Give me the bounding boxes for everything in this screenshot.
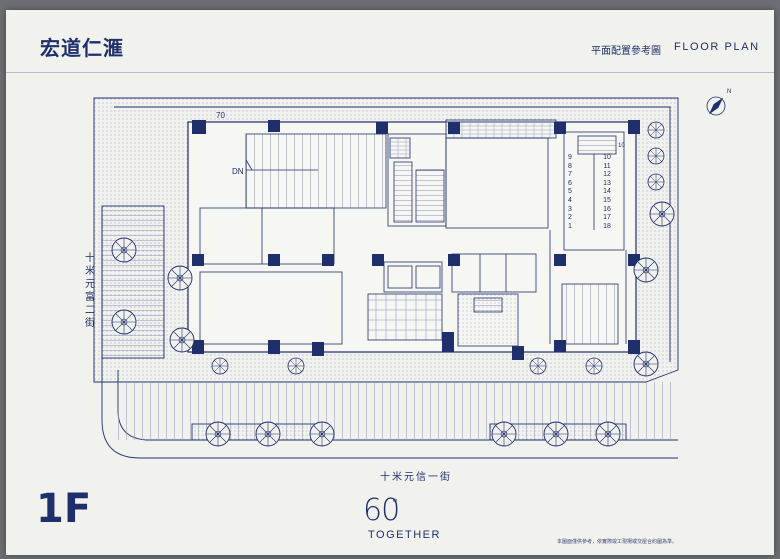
- parking-stall-number: 13: [603, 179, 611, 187]
- logo-superscript: th: [393, 498, 398, 504]
- street-left: 十米元富二街: [85, 253, 95, 329]
- parking-stall-number: 9: [568, 154, 572, 161]
- disclaimer-note: 本圖面僅供參考，依實際竣工現場或交屋合約圖為準。: [557, 539, 678, 545]
- logo-number: 60: [363, 493, 400, 528]
- parking-stall-number: 5: [568, 188, 572, 196]
- floor-label: 1F: [36, 486, 92, 532]
- parking-stall-number: 3: [568, 205, 572, 213]
- parking-stall-number: 8: [568, 162, 572, 170]
- parking-stall-number: 12: [603, 171, 611, 179]
- parking-stall-number: 11: [603, 162, 611, 170]
- parking-stall-number: 4: [568, 197, 572, 204]
- compass-north: N: [727, 89, 732, 95]
- header-rule: [6, 72, 774, 73]
- floor-plan-sheet: 宏道仁滙 平面配置參考圖 FLOOR PLAN: [6, 10, 774, 555]
- brand-logo: 宏道仁滙: [40, 36, 124, 60]
- compass-icon: [706, 96, 726, 116]
- parking-stall-number: 6: [568, 179, 572, 187]
- parking-stall-number: 16: [603, 205, 611, 213]
- parking-stall-number: 14: [603, 188, 611, 196]
- parking-stall-number: 1: [568, 222, 572, 230]
- parking-stall-number: 7: [568, 171, 572, 179]
- parking-stall-number: 18: [603, 222, 611, 230]
- unit-70-label: 70: [216, 111, 225, 120]
- street-bottom: 十米元信一街: [380, 472, 452, 483]
- plan-title-en: FLOOR PLAN: [674, 41, 760, 53]
- parking-stall-number: 17: [603, 214, 611, 222]
- parking-stall-number: 10: [603, 154, 611, 161]
- floor-plan-drawing: [93, 96, 726, 459]
- logo-word: TOGETHER: [368, 529, 441, 541]
- plan-title-cn: 平面配置參考圖: [591, 46, 661, 57]
- stair-dn-label: DN: [232, 167, 244, 176]
- car-label: 10: [618, 143, 625, 149]
- parking-stall-number: 15: [603, 197, 611, 204]
- parking-stall-number: 2: [568, 214, 572, 222]
